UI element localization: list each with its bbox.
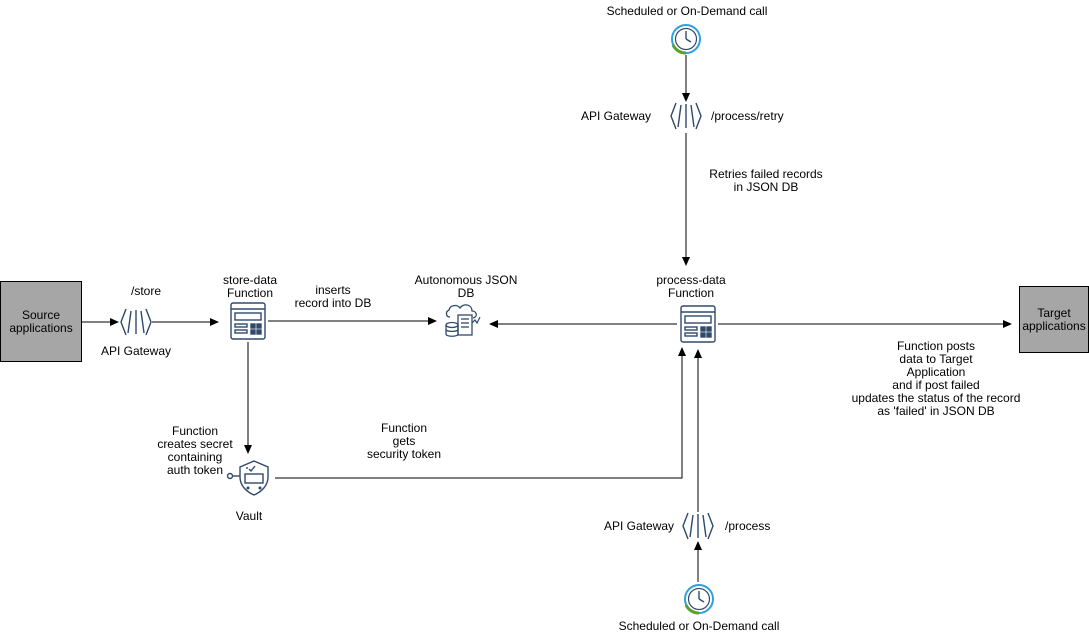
database-icon [445, 304, 481, 337]
edge-gets-token-label: Function gets security token [366, 421, 442, 461]
gateway-store-label: API Gateway [100, 344, 172, 358]
gateway-store-path-label: /store [130, 284, 161, 298]
api-gateway-icon [670, 102, 702, 130]
function-icon [230, 302, 266, 340]
vault-icon [226, 460, 269, 496]
api-gateway-icon [120, 308, 152, 336]
store-fn-label: store-data Function [222, 273, 278, 300]
gateway-process-label: API Gateway [604, 519, 675, 533]
gateway-retry-label: API Gateway [581, 109, 652, 123]
target-applications-box: Target applications [1019, 286, 1089, 353]
process-fn-label: process-data Function [656, 273, 726, 300]
edge-vault-to-process-fn [275, 347, 686, 479]
clock-icon [684, 584, 714, 615]
clock-icon [671, 24, 701, 55]
schedule-top-label: Scheduled or On-Demand call [606, 4, 768, 18]
schedule-bottom-label: Scheduled or On-Demand call [618, 619, 780, 633]
edge-posts-label: Function posts data to Target Applicatio… [851, 339, 1021, 418]
edge-inserts-label: inserts record into DB [294, 283, 372, 310]
connectors [82, 55, 1012, 582]
source-applications-box: Source applications [0, 281, 82, 362]
api-gateway-icon [682, 512, 714, 540]
gateway-retry-path-label: /process/retry [711, 109, 784, 123]
function-icon [680, 305, 716, 343]
db-label: Autonomous JSON DB [414, 273, 518, 300]
gateway-process-path-label: /process [725, 519, 771, 533]
vault-label: Vault [235, 509, 263, 523]
edge-creates-secret-label: Function creates secret containing auth … [157, 424, 233, 477]
edge-retries-label: Retries failed records in JSON DB [709, 167, 823, 194]
